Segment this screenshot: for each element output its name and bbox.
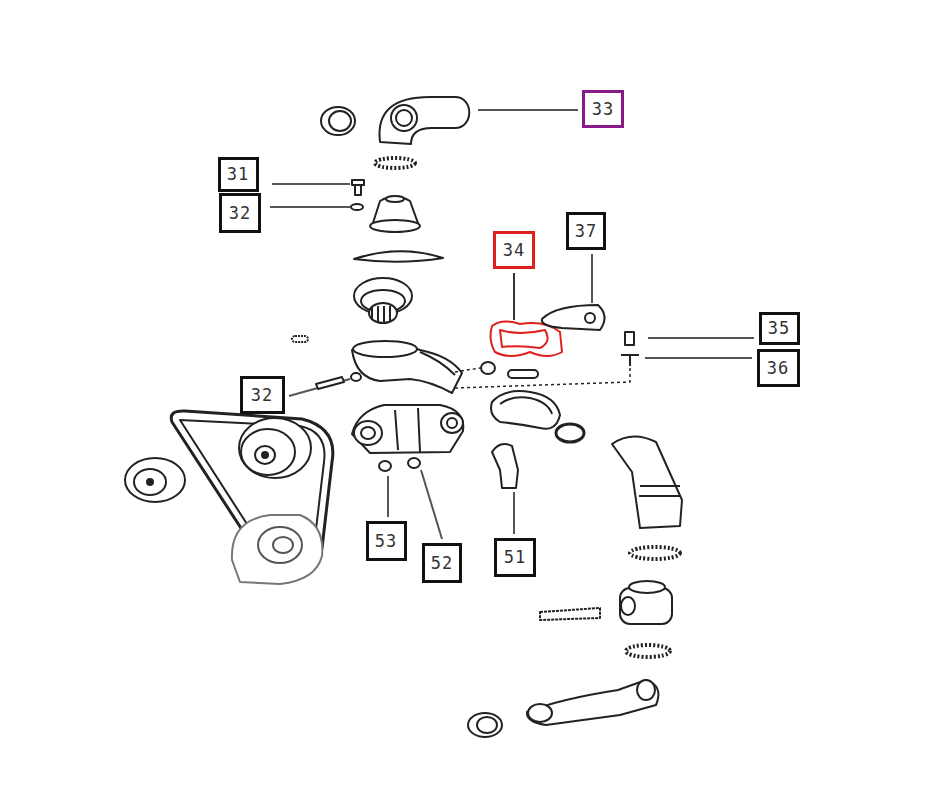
part-drawing <box>626 645 670 657</box>
part-drawing <box>585 313 595 323</box>
callout-number: 32 <box>229 204 251 223</box>
callout-number: 31 <box>227 165 249 184</box>
callout-number: 53 <box>375 532 397 551</box>
part-drawing <box>369 303 397 323</box>
part-drawing <box>270 206 350 208</box>
callout-box: 35 <box>759 312 800 345</box>
part-drawing <box>316 377 344 389</box>
part-drawing <box>625 332 634 345</box>
part-drawing <box>477 717 497 733</box>
part-drawing <box>351 204 363 210</box>
part-drawing <box>648 337 754 339</box>
part-drawing <box>395 408 420 452</box>
part-drawing <box>354 251 443 262</box>
part-drawing <box>478 109 578 111</box>
callout-number: 37 <box>575 222 597 241</box>
part-drawing <box>372 306 390 322</box>
part-drawing <box>232 515 322 584</box>
callout-number: 35 <box>768 319 790 338</box>
part-drawing <box>612 436 682 528</box>
part-drawing <box>500 330 548 348</box>
part-drawing <box>370 220 420 232</box>
callout-box: 37 <box>566 212 606 250</box>
leader-lines <box>236 110 754 539</box>
callout-box: 36 <box>757 349 800 387</box>
part-drawing <box>292 336 308 342</box>
part-drawing <box>352 405 463 453</box>
part-drawing <box>540 608 600 620</box>
callout-box: 34 <box>493 231 535 269</box>
callout-number: 33 <box>592 100 614 119</box>
part-drawing <box>321 107 355 135</box>
callout-box: 52 <box>422 543 462 583</box>
part-drawing <box>441 413 463 433</box>
part-drawing <box>468 713 502 737</box>
callout-box: 32 <box>240 376 285 414</box>
part-drawing <box>639 486 681 496</box>
part-drawing <box>351 373 361 381</box>
part-drawing <box>591 254 593 303</box>
part-drawing <box>125 458 185 502</box>
part-drawing <box>375 158 415 168</box>
part-drawing <box>387 476 389 517</box>
callout-number: 52 <box>431 554 453 573</box>
part-drawing <box>556 424 584 442</box>
part-drawing <box>508 370 538 378</box>
part-drawing <box>527 680 659 725</box>
part-drawing <box>272 183 350 185</box>
part-drawing <box>491 391 560 429</box>
part-drawing <box>528 704 552 722</box>
callout-number: 36 <box>767 359 789 378</box>
part-drawing <box>513 492 515 534</box>
part-drawing <box>353 341 417 357</box>
part-drawing <box>354 421 382 445</box>
part-drawing <box>421 470 442 539</box>
callout-box: 31 <box>218 157 259 192</box>
callout-box: 51 <box>494 538 536 577</box>
part-drawings <box>125 97 682 737</box>
part-drawing <box>621 597 635 615</box>
part-drawing <box>379 97 469 144</box>
callout-box: 33 <box>582 90 624 128</box>
part-drawing <box>621 355 639 366</box>
part-drawing <box>147 479 153 485</box>
part-drawing <box>645 357 752 359</box>
part-drawing <box>420 352 455 375</box>
part-drawing <box>637 680 655 700</box>
part-drawing <box>408 458 420 468</box>
part-drawing <box>481 362 495 374</box>
callout-number: 51 <box>504 548 526 567</box>
part-drawing <box>447 418 457 428</box>
part-drawing <box>258 527 302 563</box>
part-drawing <box>630 547 680 559</box>
part-drawing <box>629 581 665 593</box>
callout-box: 32 <box>219 193 261 233</box>
part-drawing <box>396 110 412 126</box>
part-drawing <box>355 185 361 195</box>
part-drawing <box>329 111 351 131</box>
part-drawing <box>492 444 518 488</box>
part-drawing <box>361 427 375 439</box>
part-drawing <box>134 469 166 495</box>
callout-box: 53 <box>366 521 407 561</box>
part-drawing <box>542 305 605 330</box>
part-drawing <box>386 196 404 202</box>
part-drawing <box>273 537 293 553</box>
part-drawing <box>513 273 515 320</box>
part-drawing <box>379 461 391 471</box>
callout-number: 32 <box>251 386 273 405</box>
part-drawing <box>241 429 295 475</box>
part-drawing <box>500 397 552 414</box>
part-drawing <box>239 418 311 478</box>
part-drawing <box>255 446 275 464</box>
part-drawing <box>391 105 417 131</box>
part-drawing <box>262 452 268 458</box>
callout-number: 34 <box>503 241 525 260</box>
